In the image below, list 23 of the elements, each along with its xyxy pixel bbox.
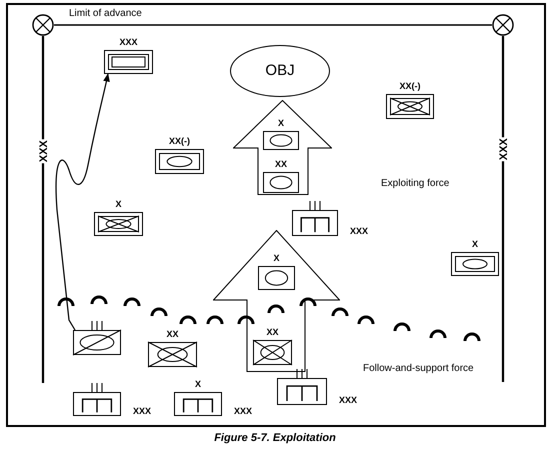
echelon-label: XXX [234, 404, 252, 418]
echelon-label: X [272, 252, 280, 264]
echelon-label: XXX [118, 36, 138, 48]
echelon-label: XX(-) [398, 80, 422, 93]
echelon-label: X [276, 116, 285, 130]
echelon-label: X [470, 238, 479, 250]
echelon-label: XXX [133, 404, 152, 418]
figure-caption: Figure 5-7. Exploitation [214, 432, 336, 444]
echelon-label: XXX [339, 394, 358, 406]
objective-ellipse: OBJ [230, 45, 330, 97]
echelon-label: X [194, 378, 202, 390]
echelon-label: XX [165, 328, 180, 340]
boundary-line [42, 36, 44, 383]
area-label: Follow-and-support force [362, 361, 475, 376]
echelon-label: X [114, 198, 122, 210]
boundary-line [502, 36, 504, 382]
area-label: Exploiting force [380, 176, 450, 191]
echelon-label: XX [265, 326, 280, 338]
echelon-label: XX [274, 158, 288, 170]
echelon-label: XXX [350, 224, 368, 238]
phase-line [54, 24, 492, 26]
echelon-label: XX(-) [168, 134, 191, 148]
arrow [56, 73, 110, 330]
